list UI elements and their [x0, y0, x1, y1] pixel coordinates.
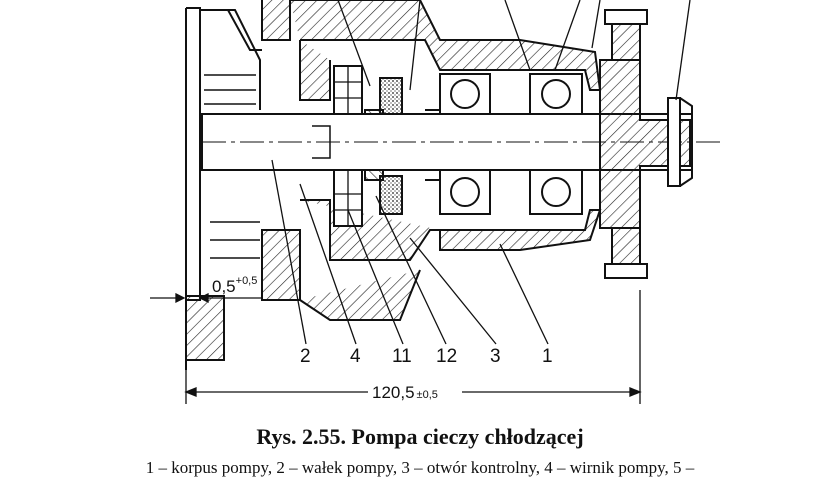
- callout-2: 2: [300, 346, 311, 367]
- clearance-dimension-lines: [150, 292, 262, 304]
- bearing-front: [439, 73, 491, 215]
- shaft-nut: [667, 97, 681, 187]
- pump-body-lower: [261, 229, 301, 301]
- figure-legend: 1 – korpus pompy, 2 – wałek pompy, 3 – o…: [145, 458, 695, 477]
- pump-cross-section-drawing: 2 4 11 12 3 1 0,5+0,5 120,5±0,5: [150, 0, 720, 404]
- callout-1: 1: [542, 346, 553, 367]
- callout-leaders: [271, 0, 691, 345]
- length-dimension: 120,5±0,5: [372, 383, 438, 402]
- length-dimension-lines: [184, 290, 642, 404]
- callout-3: 3: [490, 346, 501, 367]
- clearance-dimension: 0,5+0,5: [212, 275, 257, 296]
- callout-4: 4: [350, 346, 361, 367]
- callout-12: 12: [436, 346, 457, 367]
- pump-body-upper: [261, 0, 291, 41]
- figure-caption: Rys. 2.55. Pompa cieczy chłodzącej: [256, 424, 584, 449]
- bearing-rear: [529, 73, 583, 215]
- callout-11: 11: [392, 346, 412, 367]
- cover-lower-flange: [185, 295, 225, 361]
- seal-lower: [379, 175, 403, 215]
